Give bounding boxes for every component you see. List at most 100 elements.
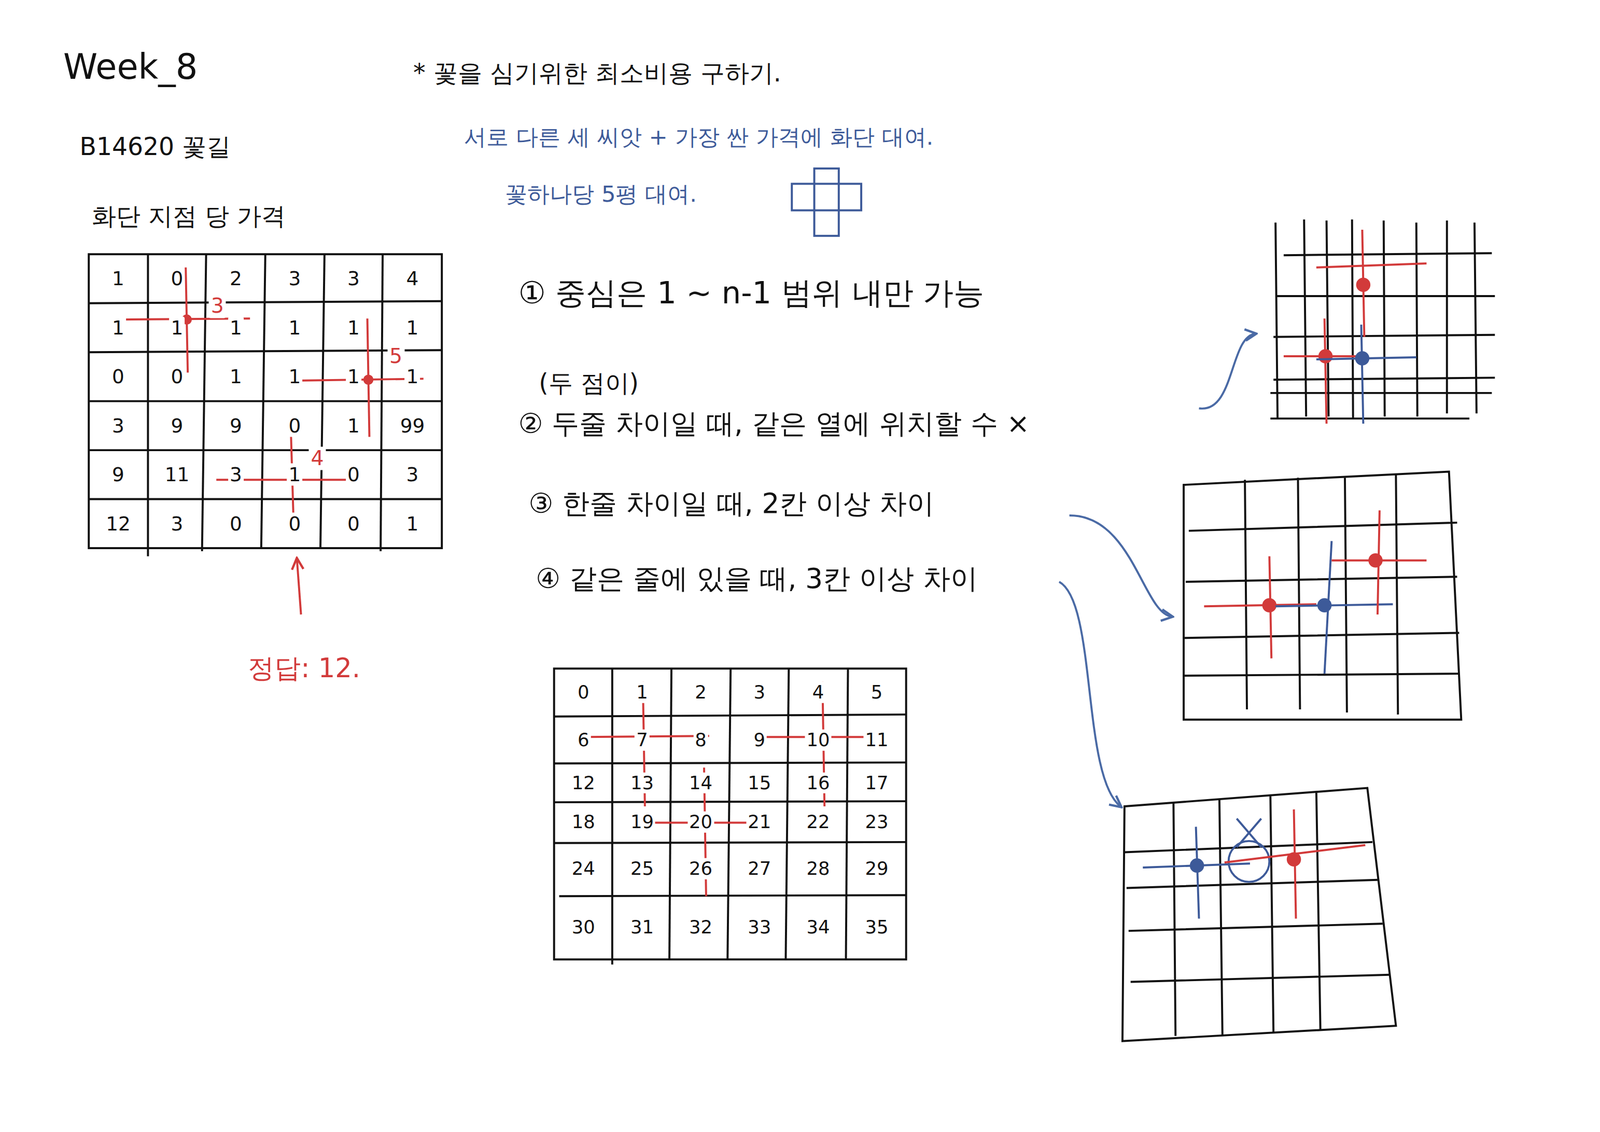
table-cell: 23 — [863, 811, 891, 833]
table-cell: 0 — [169, 365, 186, 388]
table-cell: 12 — [570, 772, 597, 794]
sketch-grid — [1270, 219, 1495, 419]
table-cell: 1 — [228, 316, 244, 339]
table-cell: 1 — [110, 316, 126, 339]
rule-note: ③ 한줄 차이일 때, 2칸 이상 차이 — [528, 487, 935, 520]
table-cell: 8 — [693, 729, 709, 751]
table-cell: 9 — [169, 414, 186, 437]
plus-plot-sketch — [791, 168, 862, 236]
table-cell: 1 — [634, 681, 650, 704]
table-cell: 1 — [404, 512, 421, 535]
table-cell: 25 — [628, 857, 656, 879]
table-cell: 1 — [345, 365, 362, 388]
index-grid — [554, 668, 907, 965]
table-cell: 0 — [287, 512, 303, 535]
seed-cross — [1203, 510, 1427, 674]
page-title: Week_8 — [63, 47, 198, 88]
table-cell: 3 — [404, 463, 421, 486]
table-cell: 3 — [228, 463, 244, 486]
table-cell: 13 — [628, 772, 656, 794]
goal-note: * 꽃을 심기위한 최소비용 구하기. — [413, 59, 782, 88]
sum-number: 5 — [387, 344, 405, 368]
table-cell: 1 — [110, 267, 126, 290]
table-cell: 0 — [576, 681, 592, 704]
seed-cross — [1283, 229, 1427, 424]
table-cell: 3 — [752, 681, 768, 704]
table-cell: 1 — [404, 365, 421, 388]
table-cell: 27 — [746, 857, 773, 879]
table-cell: 1 — [169, 316, 186, 339]
table-cell: 15 — [746, 772, 773, 794]
table-cell: 0 — [169, 267, 186, 290]
pointer-arrow — [1059, 581, 1121, 807]
table-cell: 11 — [863, 729, 891, 751]
table-cell: 1 — [345, 316, 362, 339]
rule-note: ④ 같은 줄에 있을 때, 3칸 이상 차이 — [535, 563, 978, 595]
table-cell: 5 — [869, 681, 885, 704]
sum-number: 4 — [309, 446, 327, 470]
pointer-arrow — [1199, 333, 1256, 409]
table-cell: 12 — [104, 512, 133, 535]
table-cell: 0 — [345, 463, 362, 486]
table-cell: 0 — [287, 414, 303, 437]
table-cell: 30 — [570, 916, 597, 938]
table-cell: 1 — [287, 463, 303, 486]
table-cell: 20 — [687, 811, 714, 833]
sketch-grid — [1183, 471, 1462, 720]
table-cell: 24 — [570, 857, 597, 879]
table-cell: 19 — [628, 811, 656, 833]
table-cell: 21 — [746, 811, 773, 833]
sketch-grid — [1122, 788, 1396, 1042]
table-cell: 9 — [110, 463, 126, 486]
table-cell: 14 — [687, 772, 714, 794]
table-cell: 10 — [804, 729, 832, 751]
table-cell: 1 — [287, 365, 303, 388]
table-cell: 0 — [345, 512, 362, 535]
rule-note: ① 중심은 1 ~ n-1 범위 내만 가능 — [518, 275, 985, 311]
table-cell: 4 — [404, 267, 421, 290]
flower-cross — [583, 681, 883, 896]
rule-note: ② 두줄 차이일 때, 같은 열에 위치할 수 × — [518, 408, 1030, 440]
table-cell: 34 — [804, 916, 832, 938]
condition-note: 꽃하나당 5평 대여. — [504, 181, 697, 208]
flower-cross — [117, 267, 424, 533]
table-cell: 1 — [228, 365, 244, 388]
table-cell: 9 — [228, 414, 244, 437]
price-grid — [88, 254, 442, 557]
table-cell: 17 — [863, 772, 891, 794]
table-cell: 31 — [628, 916, 656, 938]
table-cell: 32 — [687, 916, 714, 938]
table-cell: 22 — [804, 811, 832, 833]
table-cell: 1 — [404, 316, 421, 339]
problem-name: B14620 꽃길 — [79, 132, 232, 161]
table-cell: 9 — [752, 729, 768, 751]
table-cell: 1 — [345, 414, 362, 437]
table-cell: 3 — [169, 512, 186, 535]
pointer-arrow — [1069, 515, 1172, 617]
table-cell: 1 — [287, 316, 303, 339]
table-cell: 0 — [228, 512, 244, 535]
table-cell: 35 — [863, 916, 891, 938]
table-cell: 33 — [746, 916, 773, 938]
seed-cross — [1142, 809, 1366, 919]
table-cell: 11 — [163, 463, 192, 486]
table-cell: 3 — [345, 267, 362, 290]
rule-note: (두 점이) — [538, 369, 639, 398]
table-cell: 4 — [810, 681, 826, 704]
table-cell: 3 — [287, 267, 303, 290]
sum-number: 3 — [208, 294, 227, 318]
table-cell: 28 — [804, 857, 832, 879]
answer-arrow — [297, 559, 302, 615]
table-cell: 6 — [576, 729, 592, 751]
table-cell: 2 — [693, 681, 709, 704]
table-cell: 99 — [398, 414, 427, 437]
table-cell: 3 — [110, 414, 126, 437]
condition-note: 서로 다른 세 씨앗 + 가장 싼 가격에 화단 대여. — [464, 124, 934, 151]
table-cell: 26 — [687, 857, 714, 879]
table-cell: 7 — [634, 729, 650, 751]
table-cell: 2 — [228, 267, 244, 290]
table-cell: 16 — [804, 772, 832, 794]
answer-note: 정답: 12. — [247, 653, 361, 684]
table-caption: 화단 지점 당 가격 — [91, 202, 286, 231]
table-cell: 18 — [570, 811, 597, 833]
